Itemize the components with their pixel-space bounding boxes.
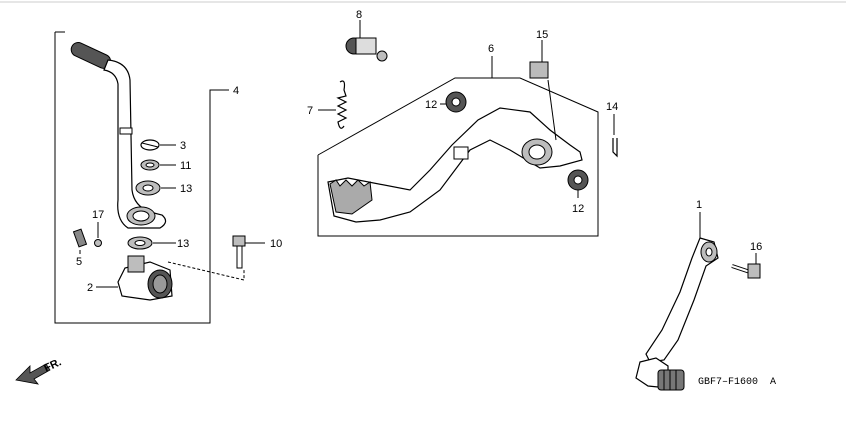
callout-15: 15 (536, 29, 548, 41)
front-label: FR. (42, 356, 63, 374)
callout-3: 3 (180, 140, 186, 152)
callout-12-upper: 12 (425, 99, 437, 111)
callout-7: 7 (307, 105, 313, 117)
callout-8: 8 (356, 9, 362, 21)
front-direction-arrow: FR. (15, 356, 63, 385)
callout-14: 14 (606, 101, 618, 113)
callout-1: 1 (696, 199, 702, 211)
kickstarter-group (54, 31, 265, 324)
callout-4: 4 (233, 85, 239, 97)
shift-pedal (635, 237, 719, 391)
callout-11: 11 (180, 160, 191, 172)
diagram-code: GBF7–F1600 (698, 377, 758, 388)
callout-10: 10 (270, 238, 282, 250)
return-spring-7 (336, 80, 348, 129)
callout-2: 2 (87, 282, 93, 294)
callout-17: 17 (92, 209, 104, 221)
callout-13-lower: 13 (177, 238, 189, 250)
diagram-code-suffix: A (770, 377, 776, 388)
callout-16: 16 (750, 241, 762, 253)
kick-boss (117, 255, 173, 301)
brake-pedal-group (317, 20, 618, 237)
callout-13-upper: 13 (180, 183, 192, 195)
callout-5: 5 (76, 256, 82, 268)
bolt-10 (232, 235, 246, 269)
bolt-16 (731, 263, 761, 279)
callout-6: 6 (488, 43, 494, 55)
pivot-bolt-8 (345, 37, 388, 62)
callout-12-lower: 12 (572, 203, 584, 215)
kick-lever (70, 42, 167, 229)
clip-15 (529, 61, 549, 79)
